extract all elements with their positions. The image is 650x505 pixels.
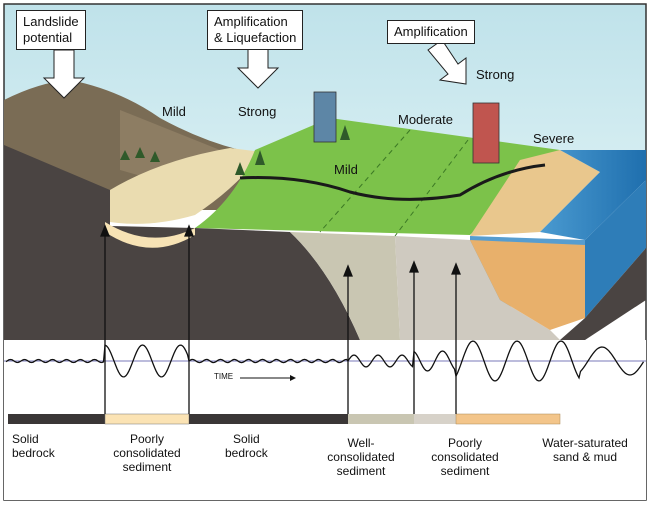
callout-amp-liq-line1: Amplification xyxy=(214,14,288,29)
label-well-line3: sediment xyxy=(336,464,386,478)
zone-line-2 xyxy=(394,139,469,237)
bar-poorly-consolidated-right xyxy=(414,414,456,424)
intensity-strong-left: Strong xyxy=(238,104,277,119)
bar-solid-bedrock-left xyxy=(8,414,105,424)
label-poorly-right-line1: Poorly xyxy=(447,436,482,450)
trees xyxy=(120,125,350,175)
bar-solid-bedrock-center xyxy=(189,414,348,424)
label-solid-bedrock-center-line1: Solid xyxy=(233,432,260,446)
zone-line-1 xyxy=(319,129,411,233)
bar-water-saturated xyxy=(455,413,561,425)
road xyxy=(239,163,546,201)
label-water-saturated: Water-saturated sand & mud xyxy=(530,436,640,464)
label-poorly-right-line2: consolidated xyxy=(431,450,499,464)
ocean-block xyxy=(585,180,646,318)
label-well-line2: consolidated xyxy=(327,450,395,464)
saturated-sand-layer xyxy=(470,240,585,330)
sandy-valley xyxy=(110,148,262,224)
intensity-severe: Severe xyxy=(533,131,575,146)
label-poorly-right-line3: sediment xyxy=(440,464,490,478)
callout-amplification: Amplification xyxy=(387,20,475,44)
callout-amplification-liquefaction: Amplification & Liquefaction xyxy=(207,10,304,50)
poorly-consolidated-layer xyxy=(395,236,560,340)
label-water-line1: Water-saturated xyxy=(542,436,628,450)
time-arrow-head xyxy=(290,375,296,381)
label-poorly-consolidated-right: Poorly consolidated sediment xyxy=(420,436,510,478)
label-water-line2: sand & mud xyxy=(552,450,618,464)
bar-well-consolidated xyxy=(348,414,414,424)
beach xyxy=(470,150,600,236)
well-consolidated-layer xyxy=(290,232,400,340)
landslide-arrow-icon xyxy=(42,49,86,99)
label-solid-bedrock-left-line2: bedrock xyxy=(12,446,55,460)
intensity-moderate: Moderate xyxy=(398,112,453,127)
label-solid-bedrock-center-line2: bedrock xyxy=(225,446,268,460)
label-solid-bedrock-left-line1: Solid xyxy=(12,432,39,446)
callout-landslide-potential: Landslide potential xyxy=(16,10,86,50)
damaged-building xyxy=(472,102,500,164)
intensity-mild-left: Mild xyxy=(162,104,186,119)
callout-landslide-line2: potential xyxy=(23,30,73,45)
green-plain xyxy=(195,118,560,235)
label-poorly-left-line3: sediment xyxy=(122,460,172,474)
callout-amp-liq-line2: & Liquefaction xyxy=(214,30,297,45)
intensity-strong-right: Strong xyxy=(476,67,515,82)
amplification-arrow-icon xyxy=(427,39,467,85)
valley-sediment xyxy=(105,222,195,248)
bedrock-right xyxy=(560,248,646,340)
tall-building xyxy=(313,91,337,143)
time-label: TIME xyxy=(214,372,234,381)
bedrock-left xyxy=(4,145,360,340)
label-well-line1: Well- xyxy=(347,436,375,450)
label-solid-bedrock-center: Solid bedrock xyxy=(225,432,268,460)
intensity-mild-center: Mild xyxy=(334,162,358,177)
label-solid-bedrock-left: Solid bedrock xyxy=(12,432,55,460)
label-poorly-consolidated-left: Poorly consolidated sediment xyxy=(104,432,190,474)
label-well-consolidated: Well- consolidated sediment xyxy=(318,436,404,478)
seismic-wave xyxy=(5,340,645,382)
bar-poorly-consolidated-left xyxy=(104,413,190,425)
label-poorly-left-line2: consolidated xyxy=(113,446,181,460)
vertical-arrows xyxy=(100,224,461,414)
callout-landslide-line1: Landslide xyxy=(23,14,79,29)
label-poorly-left-line1: Poorly xyxy=(129,432,164,446)
amplification-liquefaction-arrow-icon xyxy=(236,47,280,89)
ocean-surface xyxy=(540,150,646,240)
